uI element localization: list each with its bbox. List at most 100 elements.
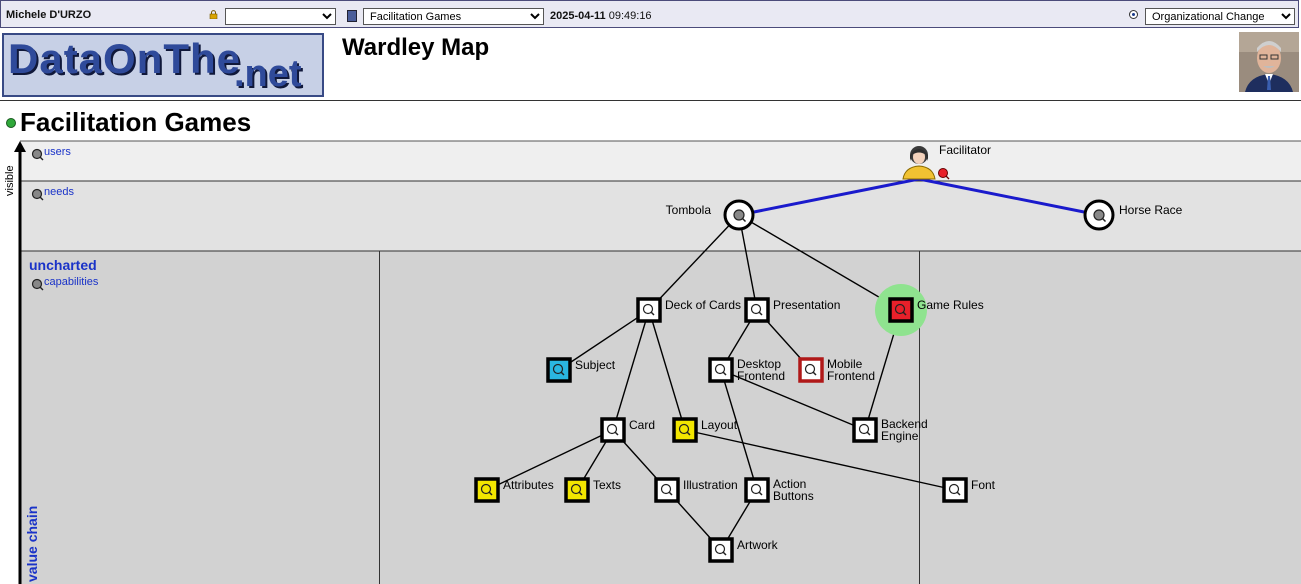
- node-label: Artwork: [737, 538, 779, 552]
- magnifier-icon: [714, 363, 726, 375]
- svg-text:users: users: [44, 146, 71, 158]
- magnifier-icon: [678, 423, 690, 435]
- edge-layout-font: [684, 429, 956, 491]
- axis-arrow-icon: [14, 141, 26, 152]
- node-presentation[interactable]: Presentation: [744, 297, 840, 323]
- node-gamerules[interactable]: Game Rules: [875, 284, 984, 336]
- band-label-needs[interactable]: needs: [31, 186, 75, 201]
- mode-radio-icon[interactable]: [1129, 10, 1138, 19]
- magnifier-icon: [31, 278, 43, 290]
- magnifier-icon: [552, 363, 564, 375]
- magnifier-icon: [660, 483, 672, 495]
- edges-layer: [486, 177, 1100, 551]
- node-label: Texts: [593, 478, 621, 492]
- edge-card-attributes: [486, 429, 614, 491]
- node-font[interactable]: Font: [942, 477, 996, 503]
- magnifier-icon: [606, 423, 618, 435]
- map-title: Facilitation Games: [20, 107, 252, 137]
- band-label-capabilities[interactable]: capabilities: [31, 276, 99, 291]
- node-layout[interactable]: Layout: [672, 417, 738, 443]
- node-label: Subject: [575, 358, 616, 372]
- edge-tombola-gamerules: [738, 214, 902, 311]
- magnifier-icon: [804, 363, 816, 375]
- node-label: Illustration: [683, 478, 738, 492]
- uncharted-label: uncharted: [29, 257, 97, 273]
- edge-desktop-actionbuttons: [720, 369, 758, 491]
- node-label: Engine: [881, 429, 919, 443]
- node-label: Font: [971, 478, 996, 492]
- magnifier-icon: [750, 483, 762, 495]
- magnifier-icon: [31, 148, 43, 160]
- band-users: [20, 141, 1301, 181]
- node-subject[interactable]: Subject: [546, 357, 616, 383]
- svg-text:needs: needs: [44, 186, 74, 198]
- top-toolbar: Michele D'URZO Facilitation Games 2025-0…: [0, 0, 1299, 28]
- site-logo[interactable]: DataOnThe .net: [2, 33, 324, 97]
- user-avatar[interactable]: [1239, 32, 1299, 92]
- node-card[interactable]: Card: [600, 417, 655, 443]
- magnifier-icon: [1093, 209, 1105, 221]
- node-label: Presentation: [773, 298, 840, 312]
- map-book-icon: [347, 10, 357, 22]
- node-label: Action: [773, 477, 806, 491]
- node-deck[interactable]: Deck of Cards: [636, 297, 741, 323]
- node-label: Facilitator: [939, 143, 991, 157]
- magnifier-icon: [714, 543, 726, 555]
- node-label: Horse Race: [1119, 203, 1183, 217]
- band-label-users[interactable]: users: [31, 146, 72, 161]
- axis-visible-label: visible: [4, 165, 16, 196]
- person-icon: [902, 146, 936, 180]
- value-chain-label: value chain: [24, 506, 40, 582]
- page-title: Wardley Map: [342, 34, 490, 61]
- node-label: Mobile: [827, 357, 863, 371]
- edge-desktop-backend: [720, 369, 866, 431]
- node-texts[interactable]: Texts: [564, 477, 621, 503]
- node-label: Buttons: [773, 489, 814, 503]
- node-horserace[interactable]: Horse Race: [1083, 199, 1183, 231]
- node-label: Desktop: [737, 357, 781, 371]
- lock-icon: [209, 10, 218, 19]
- node-attributes[interactable]: Attributes: [474, 477, 554, 503]
- node-label: Backend: [881, 417, 928, 431]
- node-artwork[interactable]: Artwork: [708, 537, 779, 563]
- svg-text:capabilities: capabilities: [44, 276, 99, 288]
- magnifier-icon: [894, 303, 906, 315]
- node-tombola[interactable]: Tombola: [666, 199, 755, 231]
- edge-tombola-deck: [648, 214, 740, 311]
- edge-deck-subject: [558, 309, 650, 371]
- edge-facilitator-tombola: [738, 177, 920, 217]
- node-label: Card: [629, 418, 655, 432]
- status-green-icon: [6, 118, 16, 128]
- node-label: Deck of Cards: [665, 298, 741, 312]
- node-illustration[interactable]: Illustration: [654, 477, 738, 503]
- node-label: Tombola: [666, 203, 712, 217]
- red-flag-icon: [938, 168, 948, 178]
- node-label: Frontend: [827, 369, 875, 383]
- magnifier-icon: [733, 209, 745, 221]
- magnifier-icon: [480, 483, 492, 495]
- node-facilitator[interactable]: Facilitator: [902, 143, 991, 180]
- edge-deck-layout: [648, 309, 686, 431]
- magnifier-icon: [570, 483, 582, 495]
- mode-select[interactable]: Organizational Change: [1145, 8, 1295, 25]
- map-select[interactable]: Facilitation Games: [363, 8, 544, 25]
- node-label: Frontend: [737, 369, 785, 383]
- node-label: Layout: [701, 418, 738, 432]
- edge-deck-card: [612, 309, 650, 431]
- access-select[interactable]: [225, 8, 336, 25]
- magnifier-icon: [858, 423, 870, 435]
- edge-facilitator-horserace: [918, 177, 1100, 217]
- wardley-map-canvas: visible value chain users needs uncharte…: [4, 140, 1301, 584]
- magnifier-icon: [750, 303, 762, 315]
- user-name: Michele D'URZO: [6, 9, 92, 21]
- node-label: Game Rules: [917, 298, 984, 312]
- timestamp: 2025-04-11 09:49:16: [550, 10, 652, 22]
- magnifier-icon: [31, 188, 43, 200]
- header-divider: [0, 100, 1301, 101]
- magnifier-icon: [948, 483, 960, 495]
